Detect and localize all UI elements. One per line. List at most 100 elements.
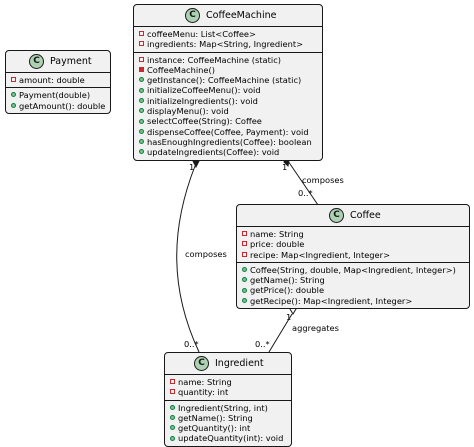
public-visibility-icon: [139, 128, 145, 135]
member-text: getPrice(): double: [250, 285, 325, 296]
member-text: instance: CoffeeMachine (static): [147, 54, 281, 65]
class-c-icon: C: [329, 208, 344, 223]
class-member: name: String: [170, 377, 291, 387]
class-header: C Ingredient: [165, 353, 291, 374]
public-visibility-icon: [170, 425, 176, 431]
member-text: getQuantity(): int: [178, 423, 251, 434]
private-visibility-icon: [242, 241, 248, 247]
private-visibility-icon: [242, 251, 248, 258]
class-member: Payment(double): [11, 90, 110, 100]
member-text: getAmount(): double: [19, 100, 106, 111]
class-member: updateQuantity(int): void: [170, 433, 291, 443]
class-member: Ingredient(String, int): [170, 403, 291, 413]
multiplicity-label: 0..*: [184, 339, 199, 349]
class-c-icon: C: [29, 54, 44, 69]
public-visibility-icon: [139, 118, 145, 125]
member-text: updateQuantity(int): void: [178, 433, 284, 444]
class-member: dispenseCoffee(Coffee, Payment): void: [139, 127, 322, 137]
public-visibility-icon: [242, 267, 248, 273]
relation-coffee-ingredient-line: [268, 313, 293, 353]
class-header: C Payment: [6, 51, 110, 72]
class-name: Ingredient: [215, 358, 264, 369]
class-member: quantity: int: [170, 387, 291, 397]
public-visibility-icon: [242, 297, 248, 304]
member-text: name: String: [250, 229, 304, 239]
class-member: displayMenu(): void: [139, 106, 322, 116]
class-c-icon: C: [194, 356, 209, 371]
public-visibility-icon: [170, 415, 176, 421]
attributes-section: amount: double: [6, 72, 110, 87]
class-c-icon: C: [185, 8, 200, 23]
class-name: Coffee: [350, 210, 381, 221]
class-member: getInstance(): CoffeeMachine (static): [139, 75, 322, 85]
member-text: hasEnoughIngredients(Coffee): boolean: [147, 136, 312, 147]
public-visibility-icon: [139, 139, 145, 145]
member-text: quantity: int: [178, 387, 229, 398]
member-text: getName(): String: [250, 275, 325, 286]
class-member: price: double: [242, 239, 469, 249]
member-text: getName(): String: [178, 412, 253, 423]
public-visibility-icon: [11, 92, 17, 98]
private-visibility-icon: [170, 379, 176, 385]
member-text: price: double: [250, 239, 305, 250]
class-member: Coffee(String, double, Map<Ingredient, I…: [242, 265, 469, 275]
multiplicity-label: 1: [282, 162, 288, 172]
class-member: getQuantity(): int: [170, 423, 291, 433]
attributes-section: coffeeMenu: List<Coffee>ingredients: Map…: [134, 26, 322, 52]
class-member: initializeIngredients(): void: [139, 96, 322, 106]
public-visibility-icon: [11, 102, 17, 109]
class-member: getName(): String: [242, 275, 469, 285]
class-name: CoffeeMachine: [206, 10, 277, 21]
member-text: CoffeeMachine(): [147, 64, 215, 75]
relation-label: composes: [302, 175, 344, 185]
public-visibility-icon: [170, 404, 176, 411]
relation-label: composes: [185, 249, 227, 259]
multiplicity-label: 0..*: [255, 339, 270, 349]
class-member: initializeCoffeeMenu(): void: [139, 85, 322, 95]
public-visibility-icon: [139, 108, 145, 114]
member-text: ingredients: Map<String, Ingredient>: [147, 39, 304, 50]
multiplicity-label: 1: [286, 312, 292, 322]
class-member: amount: double: [11, 75, 110, 85]
public-visibility-icon: [242, 277, 248, 283]
private-visibility-icon: [139, 67, 145, 73]
private-visibility-icon: [242, 231, 248, 237]
member-text: initializeCoffeeMenu(): void: [147, 85, 261, 96]
methods-section: Coffee(String, double, Map<Ingredient, I…: [237, 261, 469, 308]
class-member: getRecipe(): Map<Ingredient, Integer>: [242, 296, 469, 306]
class-member: recipe: Map<Ingredient, Integer>: [242, 250, 469, 260]
member-text: coffeeMenu: List<Coffee>: [147, 29, 256, 39]
private-visibility-icon: [139, 56, 145, 63]
methods-section: instance: CoffeeMachine (static)CoffeeMa…: [134, 51, 322, 160]
private-visibility-icon: [170, 389, 176, 395]
member-text: getInstance(): CoffeeMachine (static): [147, 75, 302, 86]
member-text: Payment(double): [19, 90, 91, 101]
class-member: CoffeeMachine(): [139, 65, 322, 75]
class-member: getName(): String: [170, 413, 291, 423]
member-text: Coffee(String, double, Map<Ingredient, I…: [250, 264, 456, 275]
class-payment: C Payment amount: double Payment(double)…: [5, 50, 111, 114]
public-visibility-icon: [139, 149, 145, 155]
class-member: getAmount(): double: [11, 101, 110, 111]
public-visibility-icon: [242, 287, 248, 294]
member-text: initializeIngredients(): void: [147, 95, 258, 106]
public-visibility-icon: [139, 77, 145, 83]
class-member: ingredients: Map<String, Ingredient>: [139, 39, 322, 49]
relation-label: aggregates: [292, 323, 339, 333]
class-member: name: String: [242, 229, 469, 239]
member-text: displayMenu(): void: [147, 106, 229, 117]
member-text: name: String: [178, 377, 232, 387]
member-text: selectCoffee(String): Coffee: [147, 116, 262, 127]
class-member: hasEnoughIngredients(Coffee): boolean: [139, 137, 322, 147]
member-text: recipe: Map<Ingredient, Integer>: [250, 249, 391, 260]
class-name: Payment: [50, 56, 92, 67]
class-member: instance: CoffeeMachine (static): [139, 55, 322, 65]
member-text: getRecipe(): Map<Ingredient, Integer>: [250, 295, 413, 306]
member-text: Ingredient(String, int): [178, 402, 268, 413]
public-visibility-icon: [139, 97, 145, 104]
methods-section: Ingredient(String, int)getName(): String…: [165, 399, 291, 446]
